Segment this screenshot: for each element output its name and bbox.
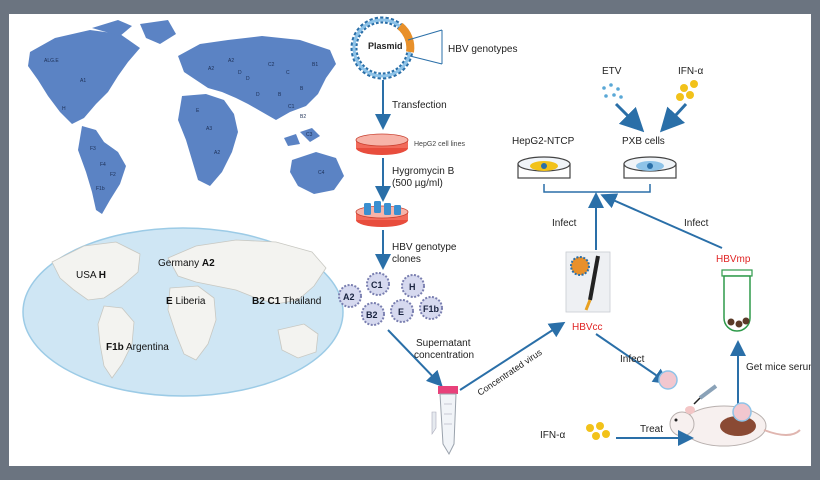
svg-text:F1b: F1b [423,304,440,314]
source-countries-map: USA H Germany A2 E Liberia B2 C1 Thailan… [22,227,344,397]
arrow-concentrated-virus [459,321,566,391]
clone-circles: A2 C1 H B2 E F1b [338,272,443,326]
etv-label: ETV [602,66,622,77]
treat-label: Treat [640,424,663,435]
genotype-distribution-map: A1 A2 A3 A2 D C B C2 B C1 H F3 F4 F1b F2… [28,20,344,214]
etv-dots-icon [602,83,623,99]
workflow-diagram: A1 A2 A3 A2 D C B C2 B C1 H F3 F4 F1b F2… [22,16,817,456]
map-code: B [278,92,282,98]
map-code: B1 [312,62,318,68]
north-america-shape [28,30,140,124]
figure-panel: A1 A2 A3 A2 D C B C2 B C1 H F3 F4 F1b F2… [9,14,817,466]
clones-label-2: clones [392,254,421,265]
svg-text:E: E [398,307,404,317]
transfection-label: Transfection [392,100,447,111]
hbvcc-icon [565,251,611,313]
land-eurasia [167,239,327,305]
plasmid-label: Plasmid [368,41,403,51]
concentrator-tube-icon [431,386,458,456]
infect-right-label: Infect [684,218,709,229]
map-code: A3 [206,126,212,132]
ifn-bottom-icon [586,422,610,440]
svg-text:A2: A2 [343,292,355,302]
map-code: A2 [228,58,234,64]
ifn-top-label: IFN-α [678,66,703,77]
ifn-top-icon [676,80,698,101]
map-code: F1b [96,186,105,192]
clone-e: E [390,299,414,323]
map-code: F3 [90,146,96,152]
map-code: F2 [110,172,116,178]
pxb-label: PXB cells [622,136,665,147]
clone-dish-icon [355,201,409,227]
map-code: B [300,86,304,92]
plasmid-icon: Plasmid [350,16,415,80]
map-code: C2 [268,62,275,68]
pxb-dish-icon [623,156,677,179]
map-code: C1 [288,104,295,110]
liberia-label: E Liberia [166,296,206,307]
south-america-shape [78,126,126,214]
thailand-label: B2 C1 Thailand [252,296,321,307]
arrow-etv [614,102,645,133]
eurasia-shape [178,36,336,120]
map-code: H [62,106,66,112]
hygromycin-label: Hygromycin B [392,166,455,177]
svg-text:H: H [409,282,416,292]
clones-label: HBV genotype [392,242,457,253]
hepg2-ntcp-label: HepG2-NTCP [512,136,575,147]
hbv-genotypes-label: HBV genotypes [448,44,518,55]
arrow-ifn-top [659,102,688,133]
clone-a2: A2 [338,284,362,308]
supernatant-conc-label: concentration [414,350,474,361]
usa-label: USA H [76,270,106,281]
land-australia [277,323,319,359]
ifn-bottom-label: IFN-α [540,430,565,441]
hepg2-dish-icon [355,133,409,155]
africa-shape [178,94,238,186]
map-code: ALG.E [44,58,59,64]
map-code: A2 [214,150,220,156]
land-north-america [51,241,141,301]
hepg2-ntcp-dish-icon [517,156,571,179]
map-code: C4 [318,170,325,176]
infect-left-label: Infect [552,218,577,229]
map-code: D [246,76,250,82]
arrow-supernatant [387,329,443,387]
arrow-infect-bottom [595,333,670,385]
hygromycin-conc-label: (500 µg/ml) [392,178,443,189]
infect-bottom-label: Infect [620,354,645,365]
map-code: E [196,108,200,114]
arrow-infect-right [600,193,723,249]
hbvcc-label: HBVcc [572,322,603,333]
map-code: A1 [80,78,86,84]
map-code: D [256,92,260,98]
svg-text:C1: C1 [371,280,383,290]
hbvmp-label: HBVmp [716,254,751,265]
argentina-label: F1b Argentina [106,342,169,353]
map-code: A2 [208,66,214,72]
svg-text:B2: B2 [366,310,378,320]
map-code: C3 [306,132,313,138]
hbvmp-tube-icon [721,269,753,332]
map-code: D [238,70,242,76]
germany-label: Germany A2 [158,258,215,269]
supernatant-label: Supernatant [416,338,471,349]
mouse-icon [658,370,801,447]
land-south-america [97,305,135,379]
clone-c1: C1 [366,272,390,296]
clone-b2: B2 [361,302,385,326]
clone-h: H [401,274,425,298]
map-code: F4 [100,162,106,168]
australia-shape [290,152,344,194]
dish-bracket [543,184,651,193]
get-serum-label: Get mice serum [746,362,811,373]
land-africa [167,285,217,361]
hepg2-lines-label: HepG2 cell lines [414,141,465,148]
map-code: C [286,70,290,76]
map-code: B2 [300,114,306,120]
clone-f1b: F1b [419,296,443,320]
